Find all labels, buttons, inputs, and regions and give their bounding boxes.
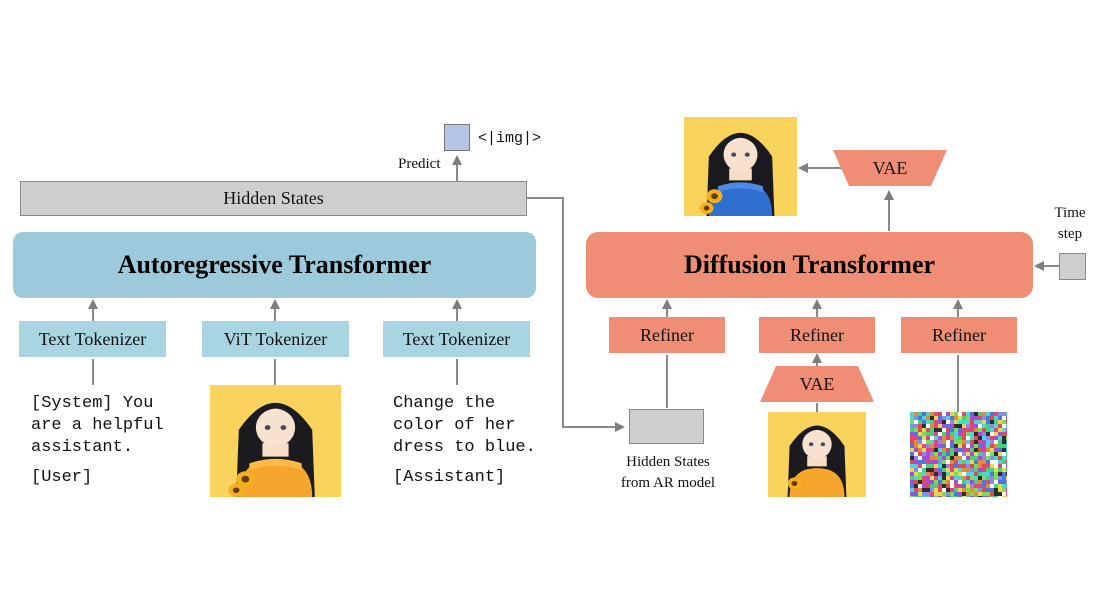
hidden-states-bar: Hidden States — [20, 181, 527, 216]
img-token-square — [444, 124, 470, 151]
system-prompt-text: [System] You are a helpful assistant. [U… — [31, 393, 164, 489]
refiner-1: Refiner — [609, 317, 725, 353]
timestep-line-2: step — [1057, 226, 1083, 242]
instruction-line-1: Change the — [393, 394, 496, 413]
condition-line-1: Hidden States — [626, 454, 710, 470]
instruction-line-3: dress to blue. — [393, 438, 536, 457]
refiner-3: Refiner — [901, 317, 1017, 353]
img-token-label: <|img|> — [478, 130, 542, 147]
timestep-line-1: Time — [1054, 205, 1086, 221]
timestep-label: Time step — [1046, 203, 1094, 245]
arrow-hidden-to-condition — [527, 197, 625, 432]
refiner-2: Refiner — [759, 317, 875, 353]
instruction-text: Change the color of her dress to blue. [… — [393, 393, 536, 489]
diffusion-transformer: Diffusion Transformer — [586, 232, 1033, 298]
user-tag: [User] — [31, 468, 93, 487]
output-image-blue-dress — [684, 117, 797, 216]
system-line-1: [System] You — [31, 394, 154, 413]
noise-image — [910, 412, 1007, 497]
system-line-2: are a helpful — [31, 416, 164, 435]
condition-label: Hidden States from AR model — [602, 452, 734, 494]
text-tokenizer-1: Text Tokenizer — [19, 321, 166, 357]
condition-square — [629, 409, 704, 444]
system-line-3: assistant. — [31, 438, 134, 457]
input-image-orange-dress — [210, 385, 341, 497]
condition-line-2: from AR model — [620, 475, 716, 491]
instruction-line-2: color of her — [393, 416, 516, 435]
timestep-square — [1059, 253, 1086, 280]
vae-decoder-label: VAE — [872, 157, 908, 178]
vit-tokenizer: ViT Tokenizer — [202, 321, 349, 357]
vae-encoder-label: VAE — [799, 373, 835, 394]
autoregressive-transformer: Autoregressive Transformer — [13, 232, 536, 298]
assistant-tag: [Assistant] — [393, 468, 506, 487]
vae-input-image — [768, 412, 866, 497]
text-tokenizer-2: Text Tokenizer — [383, 321, 530, 357]
predict-label: Predict — [398, 156, 441, 172]
vae-encoder-shape — [760, 366, 874, 402]
vae-decoder-shape — [833, 150, 947, 186]
